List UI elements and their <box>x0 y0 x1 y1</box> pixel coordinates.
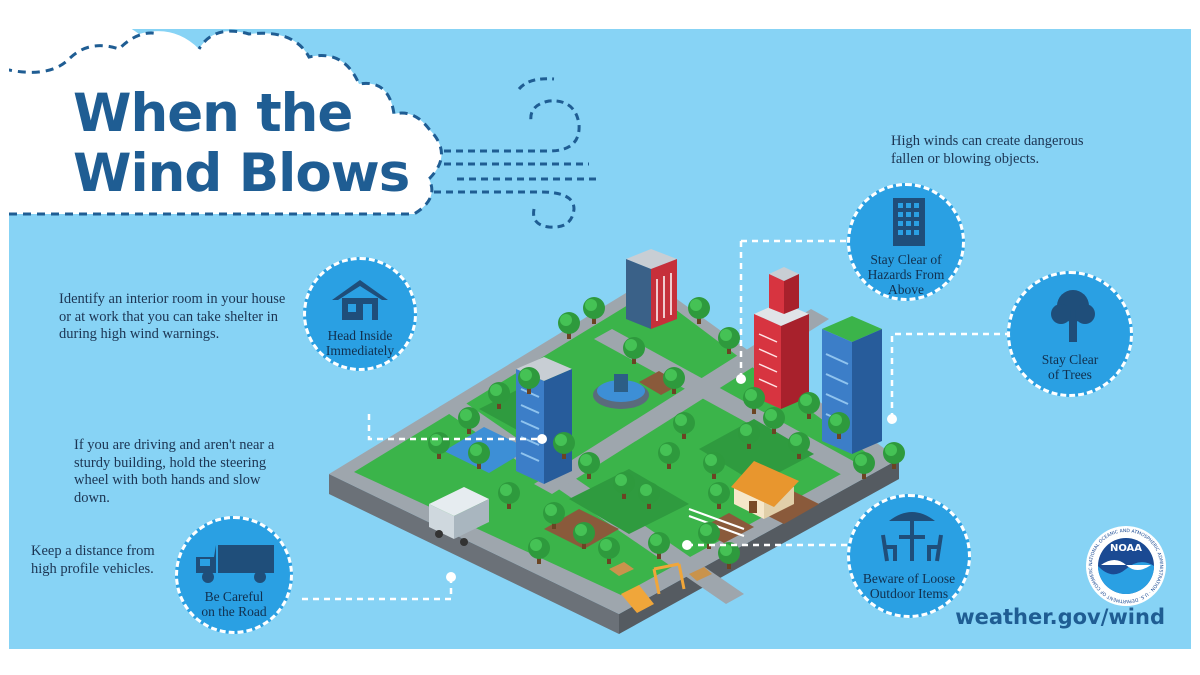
tree <box>658 442 680 469</box>
tree <box>583 297 605 324</box>
title-cloud <box>9 29 442 214</box>
tree <box>623 337 645 364</box>
beware-line-1: Beware of Loose <box>862 571 956 586</box>
city-illustration <box>9 29 1009 634</box>
city-block <box>329 249 899 634</box>
building-icon <box>893 198 925 246</box>
truck-icon <box>196 545 274 583</box>
hazards-badge-line-1: Stay Clear of <box>870 252 942 267</box>
stay-clear-trees-badge: Stay Clear of Trees <box>1007 271 1133 397</box>
noaa-logo-text: NOAA <box>1110 543 1142 554</box>
tree <box>553 432 575 459</box>
title-line-2: Wind Blows <box>73 143 410 204</box>
tree <box>573 522 595 549</box>
noaa-logo: NOAA NATIONAL OCEANIC AND ATMOSPHERIC AD… <box>1085 525 1166 606</box>
tree <box>578 452 600 479</box>
tree <box>688 297 710 324</box>
tree-icon <box>1051 290 1095 342</box>
tree <box>798 392 820 419</box>
tree <box>528 537 550 564</box>
tree <box>703 452 725 479</box>
tree <box>743 387 765 414</box>
trees-badge-line-1: Stay Clear <box>1041 352 1099 367</box>
tree <box>613 472 635 499</box>
wind-lines-icon <box>434 77 601 229</box>
tree <box>718 327 740 354</box>
house-icon <box>332 280 388 320</box>
tree <box>708 482 730 509</box>
be-careful-badge: Be Careful on the Road <box>175 516 293 634</box>
tree <box>718 542 740 569</box>
tree <box>883 442 905 469</box>
head-inside-line-2: Immediately <box>325 343 395 359</box>
beware-line-2: Outdoor Items <box>869 586 949 602</box>
stay-clear-hazards-badge: Stay Clear of Hazards From Above <box>847 183 965 301</box>
tree <box>498 482 520 509</box>
trees-badge-line-2: of Trees <box>1048 367 1092 383</box>
hazards-badge-line-2: Hazards From <box>867 267 945 283</box>
tree <box>428 432 450 459</box>
tree <box>518 367 540 394</box>
tree <box>488 382 510 409</box>
title-line-1: When the <box>73 83 353 144</box>
tree <box>558 312 580 339</box>
tree <box>853 452 875 479</box>
beware-loose-badge: Beware of Loose Outdoor Items <box>847 494 971 618</box>
tree <box>763 407 785 434</box>
tree <box>598 537 620 564</box>
tree <box>828 412 850 439</box>
hazards-badge-line-3: Above <box>888 282 924 298</box>
connector-lines <box>299 239 1009 601</box>
head-inside-line-1: Head Inside <box>327 328 393 343</box>
distance-note: Keep a distance from high profile vehicl… <box>31 543 155 577</box>
tree <box>543 502 565 529</box>
be-careful-line-1: Be Careful <box>204 589 264 604</box>
tree <box>638 482 660 509</box>
tree <box>788 432 810 459</box>
tree <box>648 532 670 559</box>
infographic-canvas: When the Wind Blows Identify an interior… <box>9 29 1191 649</box>
tree <box>663 367 685 394</box>
tree <box>738 422 760 449</box>
shelter-note: Identify an interior room in your house … <box>59 291 286 343</box>
website-url: weather.gov/wind <box>955 605 1165 629</box>
be-careful-line-2: on the Road <box>201 604 267 620</box>
patio-umbrella-icon <box>881 512 943 562</box>
trees <box>428 297 905 569</box>
hazards-note: High winds can create dangerous fallen o… <box>891 133 1084 167</box>
head-inside-badge: Head Inside Immediately <box>303 257 417 371</box>
tree <box>458 407 480 434</box>
driving-note: If you are driving and aren't near a stu… <box>74 437 275 507</box>
tree <box>468 442 490 469</box>
tree <box>673 412 695 439</box>
